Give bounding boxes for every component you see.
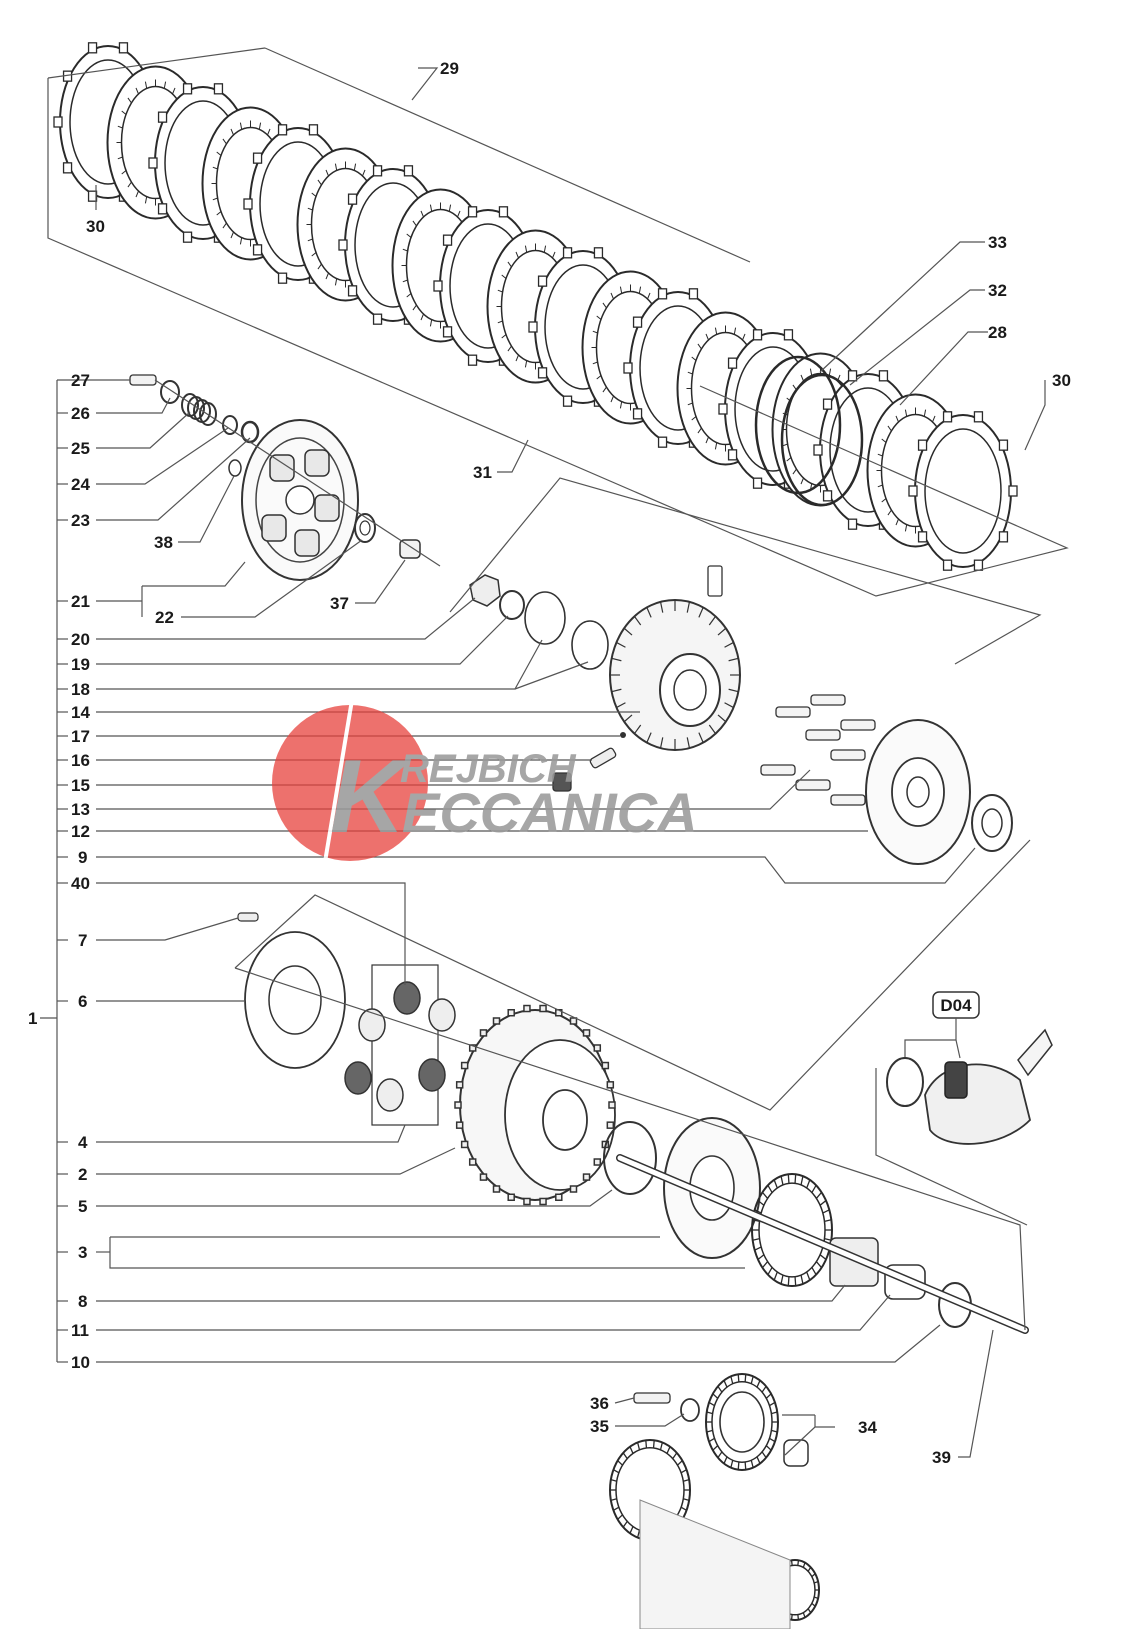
label-10: 10 xyxy=(71,1353,90,1372)
label-20: 20 xyxy=(71,630,90,649)
label-8: 8 xyxy=(78,1292,87,1311)
label-11: 11 xyxy=(71,1321,89,1340)
brand-watermark: K REJBICH ECCANICA xyxy=(272,699,698,863)
label-3: 3 xyxy=(78,1243,87,1262)
watermark-line2: ECCANICA xyxy=(402,781,698,844)
label-35: 35 xyxy=(590,1417,609,1436)
primary-drive-assembly xyxy=(234,839,1031,1334)
label-27: 27 xyxy=(71,371,90,390)
reference-bracket xyxy=(40,380,58,1362)
label-6: 6 xyxy=(78,992,87,1011)
d04-tag: D04 xyxy=(940,996,972,1015)
watermark-line1: REJBICH xyxy=(400,747,577,791)
label-30-left: 30 xyxy=(86,217,105,236)
label-38: 38 xyxy=(154,533,173,552)
leader-lines xyxy=(57,67,1046,1458)
detail-d04: D04 xyxy=(875,991,1053,1226)
label-32: 32 xyxy=(988,281,1007,300)
label-25: 25 xyxy=(71,439,90,458)
label-33: 33 xyxy=(988,233,1007,252)
clutch-hub-assembly xyxy=(469,565,741,792)
label-28: 28 xyxy=(988,323,1007,342)
label-4: 4 xyxy=(78,1133,88,1152)
label-29: 29 xyxy=(440,59,459,78)
label-39: 39 xyxy=(932,1448,951,1467)
watermark-initial: K xyxy=(330,739,412,855)
label-12: 12 xyxy=(71,822,90,841)
label-15: 15 xyxy=(71,776,90,795)
label-17: 17 xyxy=(71,727,90,746)
plate-stack-frame xyxy=(47,47,1069,597)
label-1: 1 xyxy=(28,1009,37,1028)
part-labels: 1 2 3 4 5 6 7 8 9 10 11 12 13 14 15 16 1… xyxy=(28,59,1071,1467)
label-22: 22 xyxy=(155,608,174,627)
label-24: 24 xyxy=(71,475,90,494)
label-26: 26 xyxy=(71,404,90,423)
label-19: 19 xyxy=(71,655,90,674)
label-23: 23 xyxy=(71,511,90,530)
label-37: 37 xyxy=(330,594,349,613)
back-plate-assembly xyxy=(760,694,1013,865)
watermark-circle xyxy=(272,705,428,861)
label-2: 2 xyxy=(78,1165,87,1184)
label-30-right: 30 xyxy=(1052,371,1071,390)
label-31: 31 xyxy=(473,463,492,482)
clutch-plate-stack xyxy=(53,42,1018,571)
label-34: 34 xyxy=(858,1418,877,1437)
label-7: 7 xyxy=(78,931,87,950)
oil-pump-gear xyxy=(705,1373,779,1471)
label-36: 36 xyxy=(590,1394,609,1413)
label-9: 9 xyxy=(78,848,87,867)
label-16: 16 xyxy=(71,751,90,770)
label-18: 18 xyxy=(71,680,90,699)
label-21: 21 xyxy=(71,592,90,611)
wire-ring xyxy=(780,373,864,507)
label-40: 40 xyxy=(71,874,90,893)
label-14: 14 xyxy=(71,703,90,722)
pressure-plate-assembly xyxy=(129,374,441,581)
driven-gear xyxy=(751,1173,833,1287)
oil-pump-drive-gears xyxy=(609,1373,820,1629)
label-5: 5 xyxy=(78,1197,87,1216)
label-13: 13 xyxy=(71,800,90,819)
